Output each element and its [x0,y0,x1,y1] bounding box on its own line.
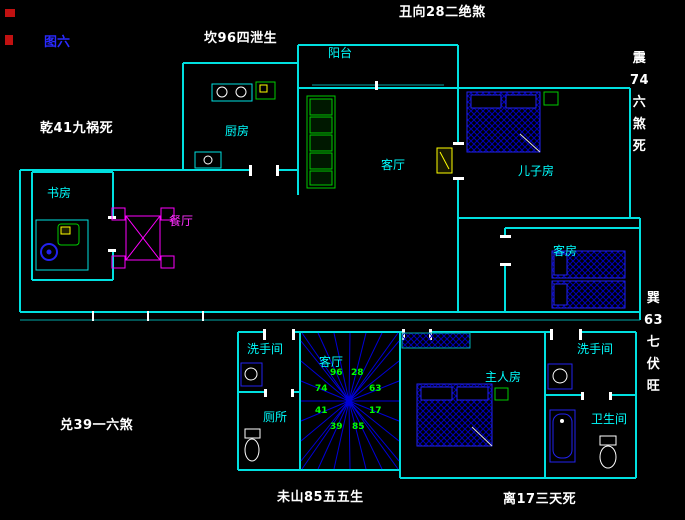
annotation-char: 七 [646,335,661,350]
annotation-bottom-right: 离17三天死 [503,492,577,507]
room-label-washroom-right: 洗手间 [577,342,614,356]
annotation-upper-left: 坎96四泄生 [204,31,278,46]
sofa-icon [306,95,336,189]
room-label-son-room: 儿子房 [518,164,555,178]
annotation-char: 74 [630,73,650,88]
stair-number: 85 [352,422,365,432]
kitchen-stove-icon [211,83,253,102]
bed-master-icon [416,383,493,447]
red-marker-icon [5,35,13,45]
annotation-char: 旺 [646,379,661,394]
staircase-fan [300,332,400,470]
wardrobe-icon [401,332,471,349]
walls-outer [19,44,641,479]
nightstand-son-icon [543,91,559,106]
stair-number: 41 [315,406,328,416]
annotation-char: 伏 [646,357,661,372]
figure-label: 图六 [44,35,71,50]
annotation-char: 震 [632,51,647,66]
room-label-master: 主人房 [485,370,522,384]
bed-guest-icons [551,250,626,309]
annotation-left: 乾41九祸死 [40,121,114,136]
annotation-right-lower: 巽 63 七 伏 旺 [644,292,663,393]
study-desk-icon [35,219,89,271]
stair-number: 74 [315,384,328,394]
room-label-washroom-left: 洗手间 [247,342,284,356]
bed-son-icon [466,91,541,153]
room-label-dining: 餐厅 [169,214,194,228]
dining-table-icon [111,207,175,269]
room-label-bathroom: 卫生间 [591,412,628,426]
annotation-top: 丑向28二绝煞 [399,5,486,20]
tv-cabinet-icon [436,147,453,174]
annotation-right-upper: 震 74 六 煞 死 [630,52,649,153]
toilet-left-icon [244,428,261,462]
bathtub-icon [549,409,576,463]
room-label-balcony: 阳台 [328,46,353,60]
stair-number: 17 [369,406,382,416]
annotation-char: 63 [644,313,664,328]
nightstand-master-icon [494,387,509,401]
red-marker-icon [5,9,15,17]
annotation-char: 煞 [632,117,647,132]
annotation-char: 六 [632,95,647,110]
washbasin-left-icon [240,362,263,387]
room-label-toilet: 厕所 [263,410,288,424]
room-label-guest: 客房 [553,244,578,258]
room-label-stair-hall: 客厅 [319,355,344,369]
kitchen-sink-icon [194,151,222,169]
room-label-kitchen: 厨房 [225,124,250,138]
annotation-bottom-center: 未山85五五生 [277,490,364,505]
annotation-lower-left: 兑39一六煞 [60,418,134,433]
stair-number: 63 [369,384,382,394]
kitchen-fridge-icon [255,81,276,100]
stair-number: 28 [351,368,364,378]
annotation-char: 死 [632,139,647,154]
room-label-living: 客厅 [381,158,406,172]
stair-number: 96 [330,368,343,378]
washbasin-right-icon [547,363,573,390]
stair-number: 39 [330,422,343,432]
annotation-char: 巽 [646,291,661,306]
room-label-study: 书房 [47,186,72,200]
toilet-bottom-right-icon [599,435,617,469]
